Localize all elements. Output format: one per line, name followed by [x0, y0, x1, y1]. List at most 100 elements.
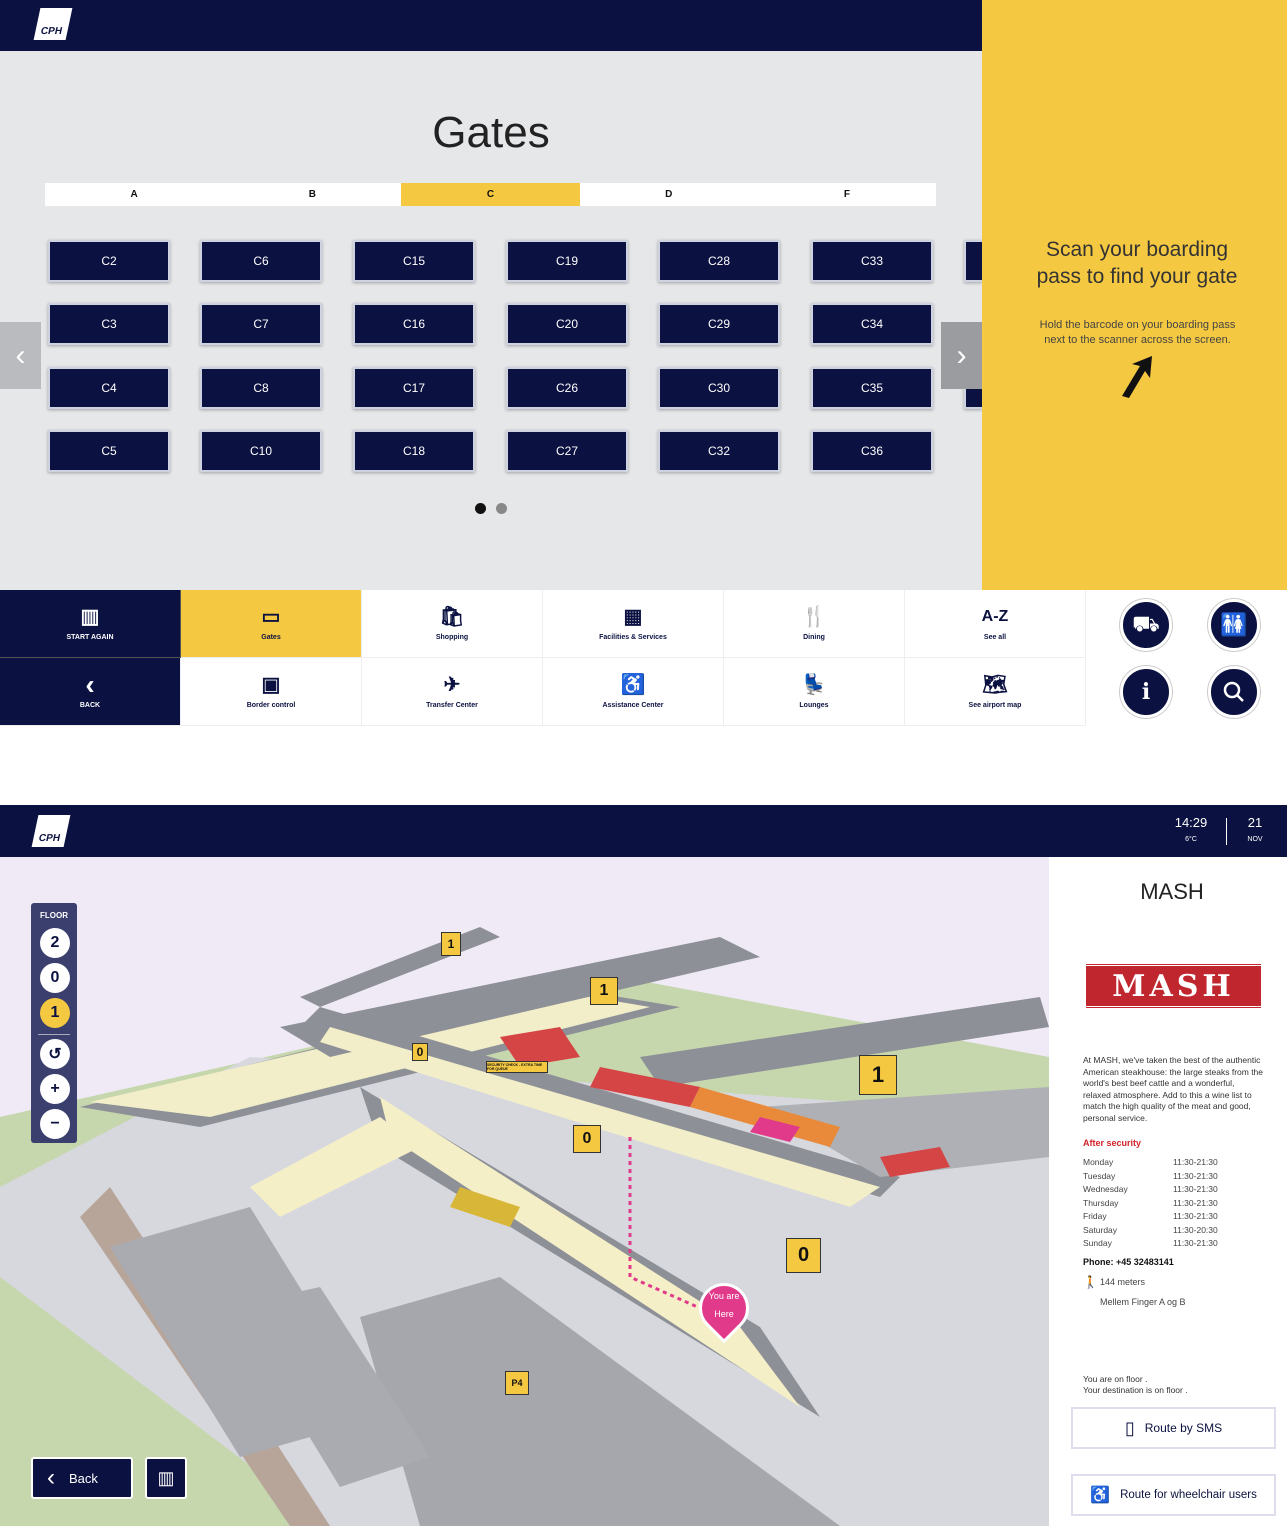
nav-lounges[interactable]: 💺Lounges [724, 658, 905, 726]
zoom-out-button[interactable]: − [40, 1109, 70, 1139]
floor-2-button[interactable]: 2 [40, 928, 70, 958]
gate-button[interactable]: C2 [48, 240, 170, 282]
tab-a[interactable]: A [130, 189, 138, 200]
route-wheelchair-button[interactable]: ♿Route for wheelchair users [1071, 1474, 1276, 1516]
route-by-sms-button[interactable]: ▯Route by SMS [1071, 1407, 1276, 1449]
date-month: NOV [1247, 836, 1263, 843]
nav-label: See airport map [968, 702, 1022, 709]
gate-button[interactable]: C18 [353, 430, 475, 472]
gate-button[interactable]: C8 [200, 367, 322, 409]
hours-time: 11:30-21:30 [1173, 1238, 1218, 1248]
zoom-in-button[interactable]: + [40, 1074, 70, 1104]
hours-day: Tuesday [1083, 1170, 1116, 1181]
search-button[interactable] [1208, 666, 1260, 718]
gate-button[interactable]: C15 [353, 240, 475, 282]
gate-button[interactable]: C28 [658, 240, 780, 282]
reset-view-button[interactable]: ↺ [40, 1039, 70, 1069]
back-button[interactable]: ‹ BACK [0, 658, 181, 726]
tab-c[interactable]: C [401, 183, 580, 206]
back-label: Back [69, 1470, 98, 1486]
gate-button-partial[interactable] [964, 240, 982, 282]
header-bar: CPH [0, 0, 982, 51]
tab-f[interactable]: F [843, 189, 850, 200]
gate-button[interactable]: C4 [48, 367, 170, 409]
gate-button[interactable]: C10 [200, 430, 322, 472]
chevron-left-icon: ‹ [85, 669, 95, 700]
date-day: 21 [1247, 815, 1263, 830]
divider [1226, 818, 1227, 845]
gate-button[interactable]: C29 [658, 303, 780, 345]
gate-button[interactable]: C5 [48, 430, 170, 472]
cutlery-icon: 🍴 [801, 606, 827, 628]
gate-button[interactable]: C16 [353, 303, 475, 345]
start-again-label: START AGAIN [66, 634, 114, 641]
map-back-button[interactable]: ‹Back [31, 1457, 133, 1499]
arrow-up-right-icon [1122, 356, 1152, 398]
gate-button[interactable]: C36 [811, 430, 933, 472]
storefront-icon: ▥ [80, 606, 100, 628]
page-dot-2[interactable] [496, 503, 507, 514]
you-are-here-text: You are Here [708, 1291, 740, 1319]
info-button[interactable]: i [1120, 666, 1172, 718]
gate-button[interactable]: C6 [200, 240, 322, 282]
minus-icon: − [50, 1115, 60, 1132]
location-type: After security [1083, 1138, 1142, 1148]
floor-control: FLOOR 2 0 1 ↺ + − [31, 903, 77, 1143]
tab-d[interactable]: D [665, 189, 673, 200]
gate-button[interactable]: C26 [506, 367, 628, 409]
gate-button[interactable]: C7 [200, 303, 322, 345]
hours-time: 11:30-21:30 [1173, 1157, 1218, 1167]
previous-page-button[interactable]: ‹ [0, 322, 41, 389]
floor-marker: 1 [441, 932, 461, 956]
back-label: BACK [79, 702, 101, 709]
gate-button[interactable]: C34 [811, 303, 933, 345]
nav-transfer-center[interactable]: ✈Transfer Center [362, 658, 543, 726]
tab-b[interactable]: B [308, 189, 316, 200]
nav-label: Gates [261, 634, 281, 641]
boarding-pass-icon: ▭ [261, 606, 281, 628]
nav-label: Lounges [799, 702, 829, 709]
hours-day: Thursday [1083, 1197, 1119, 1208]
mash-logo-text: MASH [1112, 968, 1235, 1004]
airport-map[interactable]: 1 1 1 0 0 0 P4 SECURITY CHECK - EXTRA TI… [0, 857, 1049, 1526]
divider [38, 1034, 70, 1035]
temperature: 6°C [1185, 836, 1197, 843]
check-in-button[interactable]: ⛟ [1120, 599, 1172, 651]
nav-see-airport-map[interactable]: 🗺See airport map [905, 658, 1086, 726]
gate-button[interactable]: C19 [506, 240, 628, 282]
nav-shopping[interactable]: 🛍Shopping [362, 590, 543, 658]
shopping-icon: 🛍 [439, 606, 465, 628]
toilets-button[interactable]: 🚻 [1208, 599, 1260, 651]
phone-icon: ▯ [1124, 1417, 1135, 1438]
nav-dining[interactable]: 🍴Dining [724, 590, 905, 658]
gate-button[interactable]: C30 [658, 367, 780, 409]
floor-destination: Your destination is on floor . [1083, 1385, 1188, 1395]
gate-button[interactable]: C17 [353, 367, 475, 409]
nav-gates[interactable]: ▭ Gates [181, 590, 362, 658]
floor-0-button[interactable]: 0 [40, 963, 70, 993]
info-icon: i [1141, 679, 1151, 705]
gate-button[interactable]: C35 [811, 367, 933, 409]
gate-button[interactable]: C27 [506, 430, 628, 472]
nav-assistance-center[interactable]: ♿Assistance Center [543, 658, 724, 726]
bottom-nav: ▥ START AGAIN ‹ BACK ▭ Gates 🛍Shopping▦Fac… [0, 590, 1287, 726]
gate-button[interactable]: C3 [48, 303, 170, 345]
nav-facilities-services[interactable]: ▦Facilities & Services [543, 590, 724, 658]
floor-1-button[interactable]: 1 [40, 998, 70, 1028]
nav-label: See all [983, 634, 1007, 641]
gate-button[interactable]: C20 [506, 303, 628, 345]
page-dot-1[interactable] [475, 503, 486, 514]
home-button[interactable]: ▥ [145, 1457, 187, 1499]
next-page-button[interactable]: › [941, 322, 982, 389]
gate-button[interactable]: C33 [811, 240, 933, 282]
hours-day: Monday [1083, 1157, 1114, 1167]
nav-border-control[interactable]: ▣Border control [181, 658, 362, 726]
check-in-icon: ⛟ [1132, 610, 1160, 636]
security-check-label: SECURITY CHECK - EXTRA TIME FOR QUEUE [486, 1061, 548, 1073]
gate-button[interactable]: C32 [658, 430, 780, 472]
clock-time: 14:29 [1174, 815, 1208, 830]
start-again-button[interactable]: ▥ START AGAIN [0, 590, 181, 658]
